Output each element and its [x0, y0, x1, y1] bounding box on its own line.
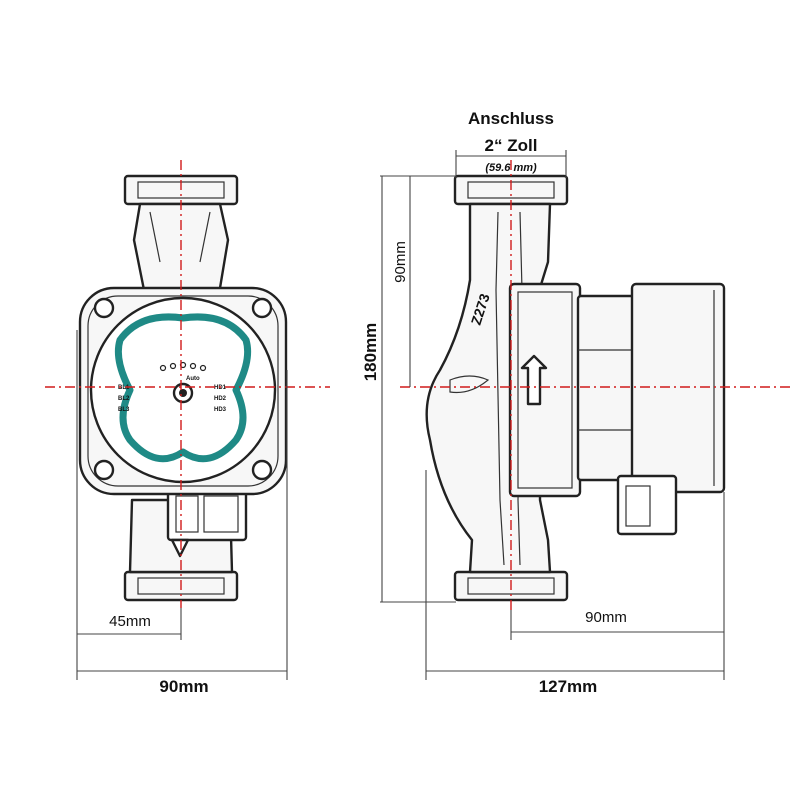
side-cable-connector: [616, 474, 678, 536]
screw-top-left: [93, 297, 115, 319]
screw-top-right: [251, 297, 273, 319]
led-2: [169, 362, 177, 370]
connection-mm: (59.6 mm): [485, 162, 537, 174]
screw-bottom-right: [251, 459, 273, 481]
led-4: [189, 362, 197, 370]
mode-label-6: HD3: [214, 407, 227, 413]
connection-title: Anschluss: [468, 109, 554, 128]
connector-part-a: [175, 495, 199, 533]
side-motor-inner: [517, 291, 573, 489]
front-width-label: 90mm: [159, 677, 208, 696]
front-housing-inner: [87, 295, 279, 487]
mode-label-2: BL2: [118, 396, 130, 402]
connector-tip: [170, 538, 190, 558]
mode-label-3: BL3: [118, 407, 130, 413]
screw-bottom-left: [93, 459, 115, 481]
connection-size: 2“ Zoll: [485, 136, 538, 155]
control-panel-outline: [114, 313, 252, 463]
side-dimensions: Anschluss 2“ Zoll (59.6 mm) 180mm 90mm 1…: [361, 109, 725, 696]
front-view: Auto BL1 BL2 BL3 HD1 HD2 HD3: [45, 160, 330, 608]
side-motor-block: [508, 282, 582, 498]
height-total-label: 180mm: [361, 323, 380, 382]
front-half-width-label: 45mm: [109, 613, 151, 630]
flow-direction-arrow-icon: [520, 354, 548, 406]
led-indicators: [159, 361, 207, 372]
mode-label-4: HD1: [214, 385, 227, 391]
front-neck-ribs: [149, 211, 211, 263]
depth-axis-label: 90mm: [585, 609, 627, 626]
mode-label-1: BL1: [118, 385, 130, 391]
side-inlet-port: [449, 375, 490, 394]
led-1: [159, 364, 167, 372]
depth-label: 127mm: [539, 677, 598, 696]
auto-label: Auto: [186, 376, 200, 382]
side-stator-step: [576, 294, 636, 482]
side-electronics-head: [630, 282, 726, 494]
side-view: Z273: [400, 160, 790, 610]
front-dimensions: 90mm 45mm: [76, 330, 288, 696]
height-axis-label: 90mm: [392, 241, 409, 283]
mode-knob-center: [179, 389, 187, 397]
led-5: [199, 364, 207, 372]
connector-part-b: [203, 495, 239, 533]
side-connector-part: [625, 485, 651, 527]
mode-label-5: HD2: [214, 396, 227, 402]
